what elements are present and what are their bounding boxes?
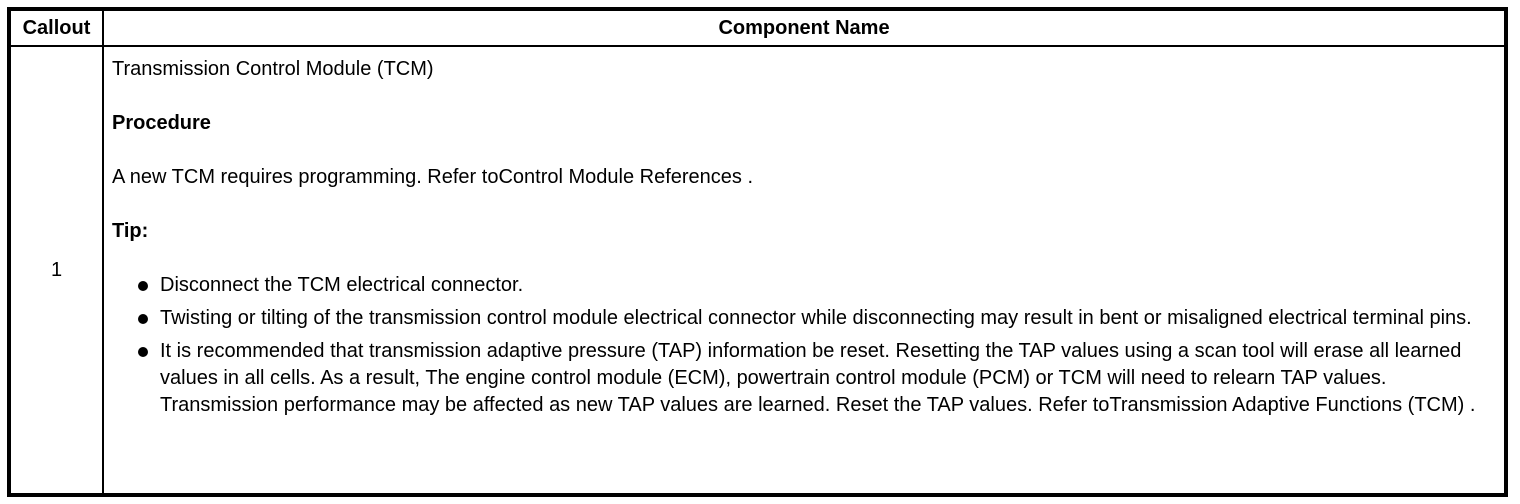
table-row: 1 Transmission Control Module (TCM) Proc… <box>8 45 1507 496</box>
list-item-text: It is recommended that transmission adap… <box>160 340 1476 416</box>
tip-heading: Tip: <box>112 220 149 242</box>
component-cell: Transmission Control Module (TCM) Proced… <box>102 45 1507 496</box>
table-header-row: Callout Component Name <box>8 8 1507 47</box>
procedure-text: A new TCM requires programming. Refer to… <box>112 166 754 188</box>
list-item: Twisting or tilting of the transmission … <box>112 305 1495 332</box>
bullet-icon <box>138 347 148 357</box>
callout-number: 1 <box>8 45 104 496</box>
callout-column-header: Callout <box>8 8 104 47</box>
bullet-icon <box>138 281 148 291</box>
component-name-column-header: Component Name <box>102 8 1507 47</box>
tip-list: Disconnect the TCM electrical connector.… <box>112 272 1496 419</box>
component-title: Transmission Control Module (TCM) <box>112 58 434 80</box>
list-item-text: Twisting or tilting of the transmission … <box>160 307 1472 329</box>
list-item: Disconnect the TCM electrical connector. <box>112 272 1495 299</box>
bullet-icon <box>138 314 148 324</box>
list-item-text: Disconnect the TCM electrical connector. <box>160 274 524 296</box>
list-item: It is recommended that transmission adap… <box>112 338 1495 419</box>
component-table: Callout Component Name 1 Transmission Co… <box>7 7 1508 497</box>
procedure-heading: Procedure <box>112 112 211 134</box>
